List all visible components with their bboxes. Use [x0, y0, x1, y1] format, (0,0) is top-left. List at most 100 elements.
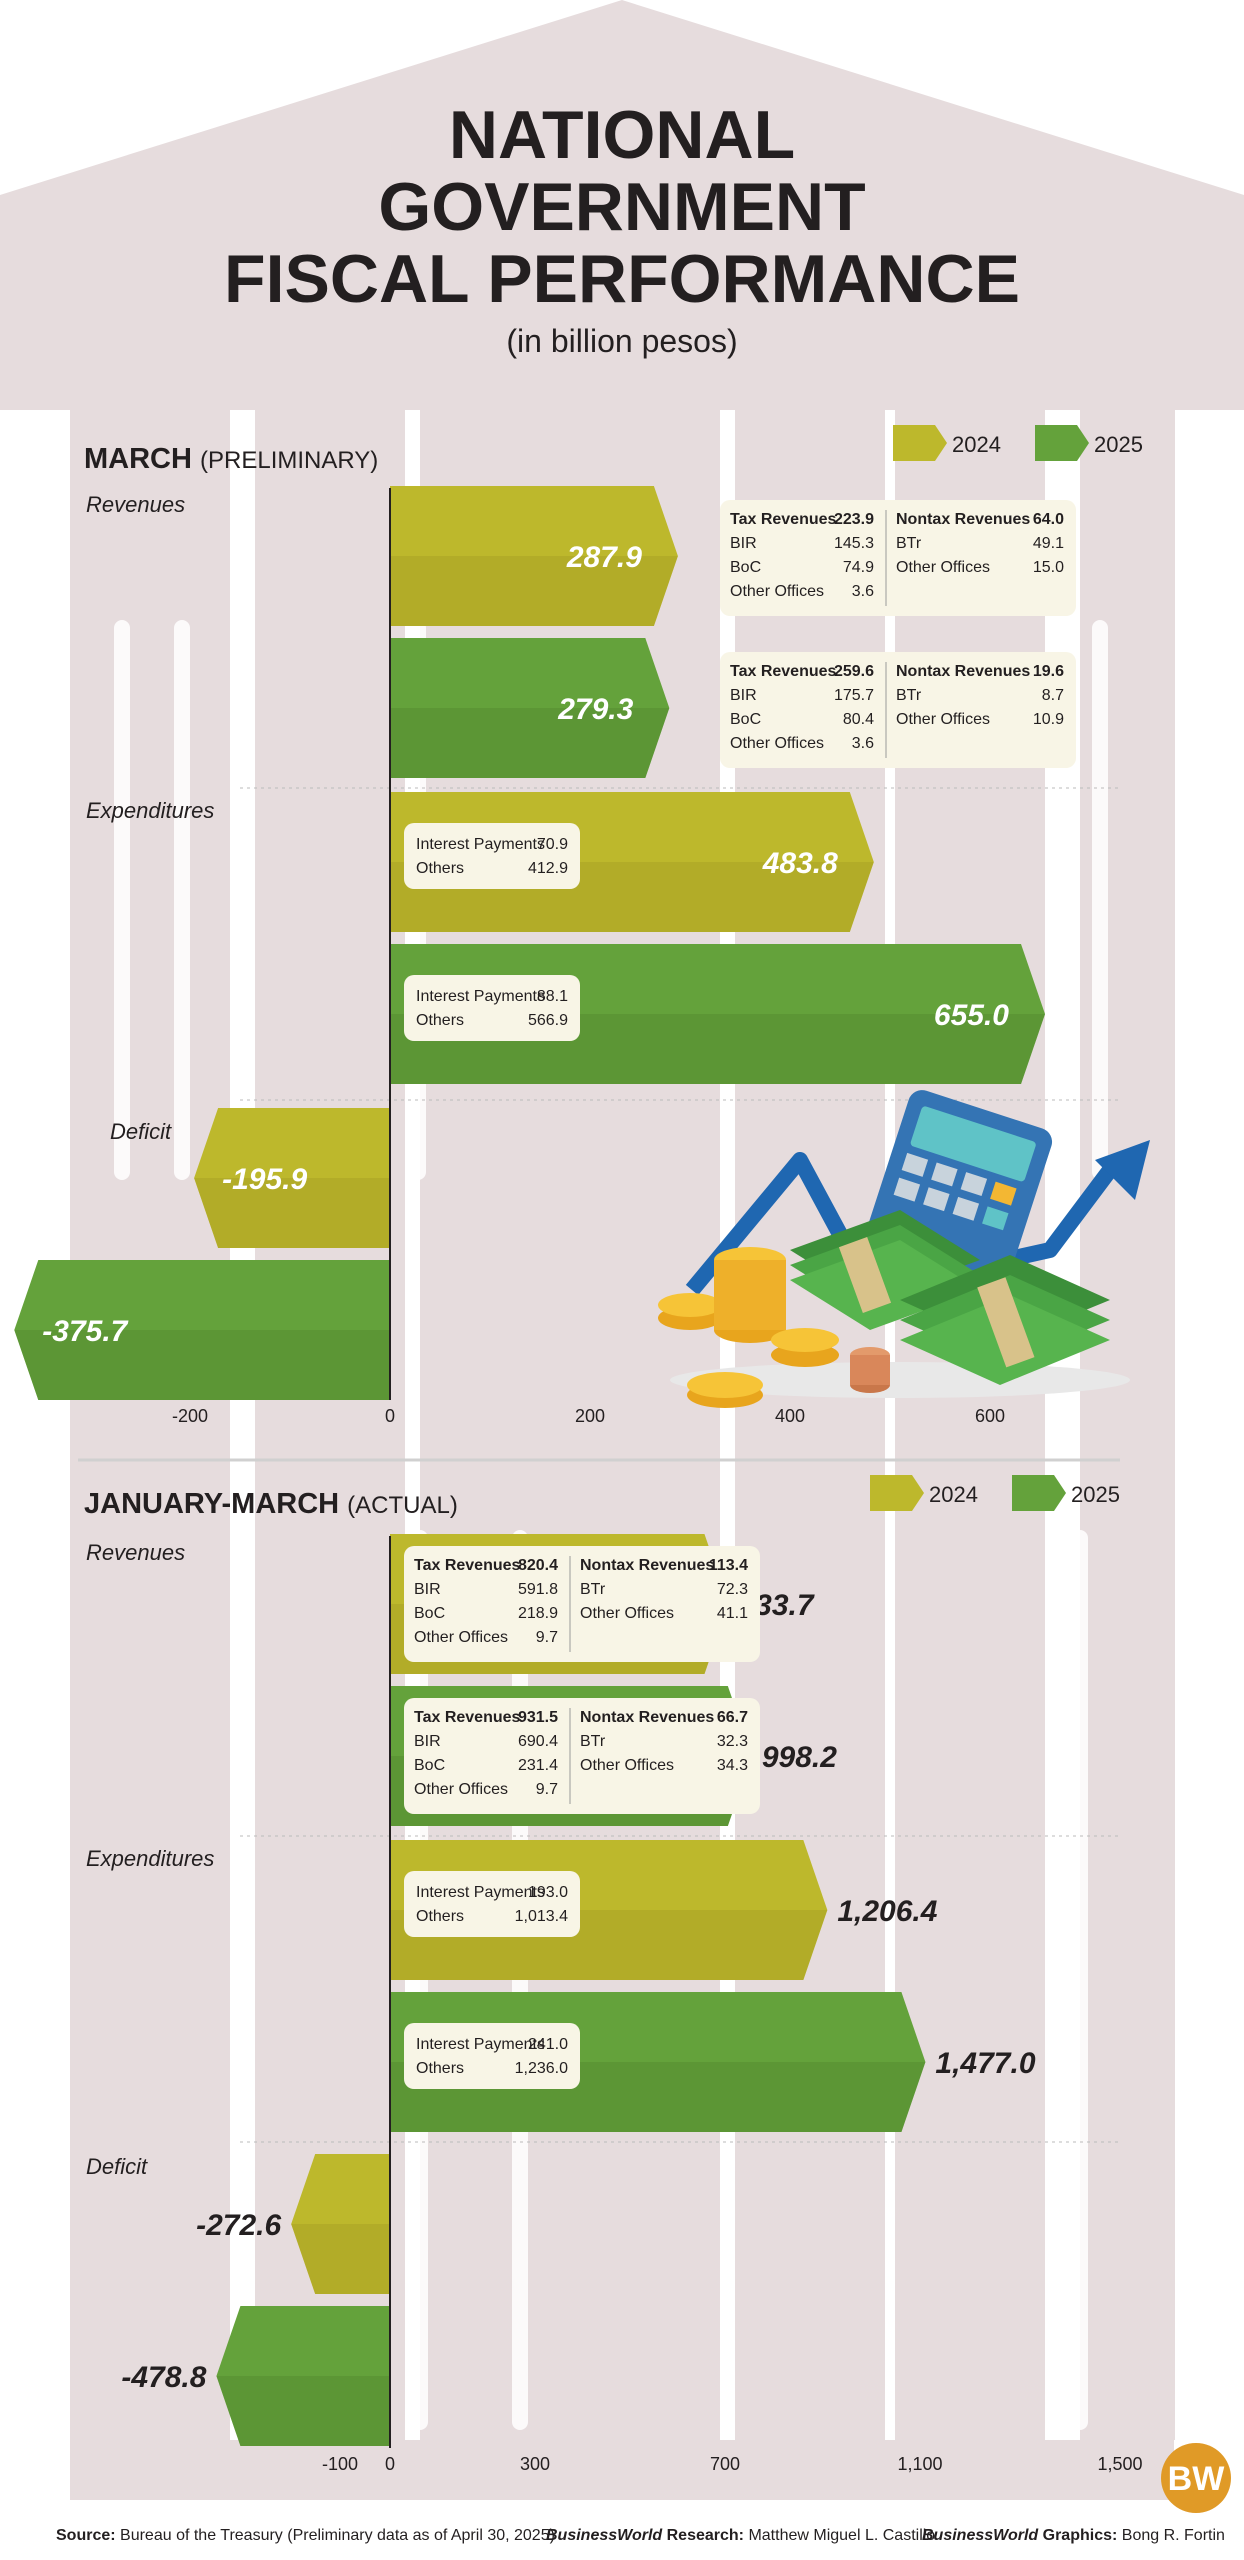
janmar-title: JANUARY-MARCH — [84, 1488, 339, 1520]
march-rev-2024-breakdown-tax-item-value: 145.3 — [834, 535, 874, 552]
janmar-rev-2024-breakdown-tax-item-label: BIR — [414, 1581, 441, 1598]
tick-label-march: 600 — [975, 1406, 1005, 1426]
janmar-exp-2024-breakdown-bg — [404, 1871, 580, 1937]
janmar-rev-2025-breakdown-tax-item-value: 9.7 — [536, 1781, 558, 1798]
march-rev-2025-breakdown-tax-label: Tax Revenues — [730, 663, 837, 680]
janmar-cat-deficit: Deficit — [86, 2154, 148, 2179]
janmar-rev-2025-breakdown-tax-item-value: 690.4 — [518, 1733, 558, 1750]
march-exp-2024-breakdown-item-value: 70.9 — [537, 836, 568, 853]
tick-label-janmar: 1,500 — [1097, 2454, 1142, 2474]
janmar-exp-2025-breakdown-item-label: Others — [416, 2060, 464, 2077]
march-rev-2024-breakdown-nontax-value: 64.0 — [1033, 511, 1064, 528]
march-rev-2024-breakdown-tax-item-value: 3.6 — [852, 583, 874, 600]
svg-text:BusinessWorld Research:: BusinessWorld Research: Matthew Miguel L… — [546, 2527, 935, 2544]
janmar-rev-2025-breakdown-tax-item-label: BoC — [414, 1757, 445, 1774]
march-exp-2025-breakdown-item-value: 88.1 — [537, 988, 568, 1005]
research-label: Research: — [667, 2527, 744, 2544]
legend-2024-swatch — [893, 425, 947, 461]
janmar-rev-2025-breakdown-tax-label: Tax Revenues — [414, 1709, 521, 1726]
value-label-janmar-def2024: -272.6 — [196, 2209, 281, 2242]
legend-2025-label: 2025 — [1094, 432, 1143, 457]
janmar-exp-2024-breakdown-item-value: 193.0 — [528, 1884, 568, 1901]
building-column — [70, 410, 230, 2440]
march-rev-2024-breakdown-bg — [720, 500, 1076, 616]
janmar-rev-2024-breakdown-tax-value: 820.4 — [518, 1557, 558, 1574]
legend-2024-swatch-2 — [870, 1475, 924, 1511]
janmar-exp-2024-breakdown-item-label: Interest Payments — [416, 1884, 545, 1901]
march-rev-2025-breakdown-tax-item-value: 175.7 — [834, 687, 874, 704]
coins-icon — [658, 1247, 890, 1408]
janmar-exp-2025-breakdown-item-value: 1,236.0 — [515, 2060, 568, 2077]
march-rev-2024-breakdown-tax-item-label: BIR — [730, 535, 757, 552]
march-cat-deficit: Deficit — [110, 1119, 172, 1144]
janmar-rev-2025-breakdown-nontax-item-label: Other Offices — [580, 1757, 674, 1774]
graphics-label: Graphics: — [1043, 2527, 1118, 2544]
businessworld-logo — [1161, 2443, 1231, 2513]
tick-label-march: 200 — [575, 1406, 605, 1426]
value-label-janmar-exp2025: 1,477.0 — [935, 2047, 1035, 2080]
march-rev-2025-breakdown-nontax-item-value: 10.9 — [1033, 711, 1064, 728]
tick-label-janmar: 1,100 — [897, 2454, 942, 2474]
tick-label-march: 0 — [385, 1406, 395, 1426]
money-calculator-illustration — [658, 1090, 1150, 1408]
janmar-rev-2025-breakdown-nontax-item-value: 32.3 — [717, 1733, 748, 1750]
janmar-rev-2025-breakdown-tax-value: 931.5 — [518, 1709, 558, 1726]
legend-2025-swatch — [1035, 425, 1089, 461]
bar-shade-janmar-def2025 — [216, 2376, 390, 2446]
tick-label-janmar: -100 — [322, 2454, 358, 2474]
march-cat-expenditures: Expenditures — [86, 798, 214, 823]
bar-shade-march-rev2024 — [390, 556, 678, 626]
legend-2025-label-2: 2025 — [1071, 1482, 1120, 1507]
march-rev-2025-breakdown-nontax-label: Nontax Revenues — [896, 663, 1030, 680]
janmar-rev-2024-breakdown-bg — [404, 1546, 760, 1662]
march-exp-2025-breakdown-item-label: Interest Payments — [416, 988, 545, 1005]
graphics-brand: BusinessWorld — [922, 2527, 1039, 2544]
march-rev-2024-breakdown-tax-item-label: BoC — [730, 559, 761, 576]
building-base — [70, 2440, 1174, 2500]
janmar-rev-2025-breakdown-nontax-label: Nontax Revenues — [580, 1709, 714, 1726]
cash-stack-icon — [790, 1210, 1110, 1385]
janmar-exp-2025-breakdown-item-value: 241.0 — [528, 2036, 568, 2053]
march-rev-2024-breakdown-tax-label: Tax Revenues — [730, 511, 837, 528]
janmar-rev-2024-breakdown-tax-label: Tax Revenues — [414, 1557, 521, 1574]
janmar-rev-2025-breakdown-nontax-item-label: BTr — [580, 1733, 606, 1750]
svg-text:BusinessWorld Graphics:: BusinessWorld Graphics: Bong R. Fortin — [922, 2527, 1225, 2544]
bar-shade-march-rev2025 — [390, 708, 670, 778]
march-rev-2024-breakdown-nontax-item-label: Other Offices — [896, 559, 990, 576]
svg-text:JANUARY-MARCH (ACTUAL): JANUARY-MARCH (ACTUAL) — [84, 1488, 458, 1520]
tick-label-janmar: 300 — [520, 2454, 550, 2474]
footer: Source: Bureau of the Treasury (Prelimin… — [56, 2443, 1231, 2544]
value-label-march-exp2024: 483.8 — [762, 847, 838, 880]
janmar-rev-2025-breakdown-tax-item-label: BIR — [414, 1733, 441, 1750]
march-rev-2025-breakdown-tax-item-value: 80.4 — [843, 711, 874, 728]
march-exp-2024-breakdown-item-value: 412.9 — [528, 860, 568, 877]
march-header: MARCH (PRELIMINARY) — [84, 443, 378, 475]
source-label: Source: — [56, 2527, 116, 2544]
march-exp-2024-breakdown-item-label: Interest Payments — [416, 836, 545, 853]
march-rev-2024-breakdown-nontax-item-value: 15.0 — [1033, 559, 1064, 576]
column-flute — [174, 620, 190, 1180]
svg-text:MARCH (PRELIMINARY): MARCH (PRELIMINARY) — [84, 443, 378, 475]
janmar-rev-2024-breakdown-tax-item-value: 218.9 — [518, 1605, 558, 1622]
bar-shade-march-def2025 — [14, 1330, 391, 1400]
janmar-rev-2024-breakdown-tax-item-value: 591.8 — [518, 1581, 558, 1598]
janmar-legend: 2024 2025 — [870, 1475, 1120, 1511]
march-rev-2025-breakdown-tax-item-value: 3.6 — [852, 735, 874, 752]
march-rev-2025-breakdown-nontax-item-value: 8.7 — [1042, 687, 1064, 704]
value-label-march-def2024: -195.9 — [222, 1163, 307, 1196]
janmar-rev-2025-breakdown-tax-item-label: Other Offices — [414, 1781, 508, 1798]
march-rev-2025-breakdown-tax-value: 259.6 — [834, 663, 874, 680]
building-column — [255, 410, 405, 2440]
column-flute — [1072, 1530, 1088, 2430]
janmar-rev-2024-breakdown-nontax-item-value: 41.1 — [717, 1605, 748, 1622]
janmar-rev-2024-breakdown-nontax-item-label: Other Offices — [580, 1605, 674, 1622]
